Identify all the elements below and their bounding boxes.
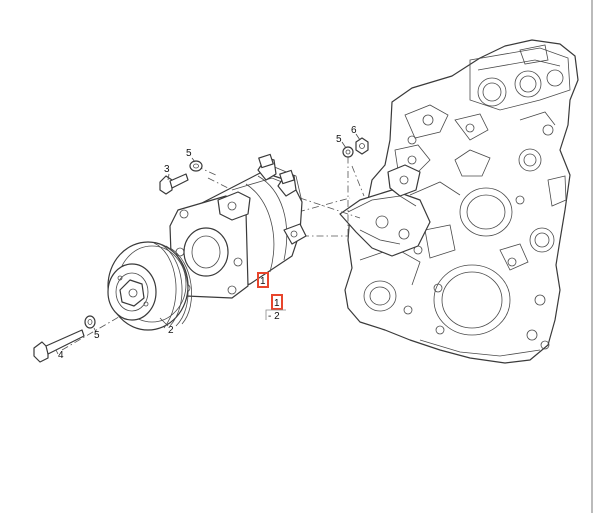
highlight-label-1: 1 bbox=[260, 276, 266, 287]
callout-5-bottom: 5 bbox=[94, 330, 100, 341]
washer-part-5-right bbox=[342, 146, 354, 158]
callout-3: 3 bbox=[164, 164, 170, 175]
callout-6: 6 bbox=[351, 125, 357, 136]
callout-5-top: 5 bbox=[186, 148, 192, 159]
highlight-label-2: 1 bbox=[274, 298, 280, 309]
washer-part-5-top bbox=[189, 160, 203, 172]
highlight-callout-1[interactable]: 1 bbox=[257, 272, 269, 288]
washer-part-5-bottom bbox=[84, 315, 96, 329]
highlight-box-1 bbox=[257, 272, 269, 288]
bolt-part-4 bbox=[33, 329, 85, 363]
subref-bracket bbox=[265, 309, 286, 320]
washer-hole-right bbox=[345, 149, 351, 155]
leader-lines bbox=[55, 133, 361, 355]
bolt-part-3 bbox=[159, 173, 189, 195]
callout-2: 2 bbox=[168, 325, 174, 336]
washer-hole-bottom bbox=[87, 319, 93, 325]
highlight-box-2 bbox=[271, 294, 283, 310]
callout-5-right: 5 bbox=[336, 134, 342, 145]
engine-housing bbox=[344, 39, 579, 364]
nut-part-6 bbox=[355, 137, 369, 155]
washer-hole-top bbox=[193, 163, 199, 169]
ac-compressor bbox=[169, 153, 307, 299]
clutch-pulley bbox=[107, 241, 192, 331]
mounting-bracket bbox=[339, 164, 431, 257]
highlight-callout-1-2[interactable]: 1 - 2 bbox=[265, 294, 286, 322]
highlight-sublabel: - 2 bbox=[268, 311, 280, 322]
callout-4: 4 bbox=[58, 350, 64, 361]
